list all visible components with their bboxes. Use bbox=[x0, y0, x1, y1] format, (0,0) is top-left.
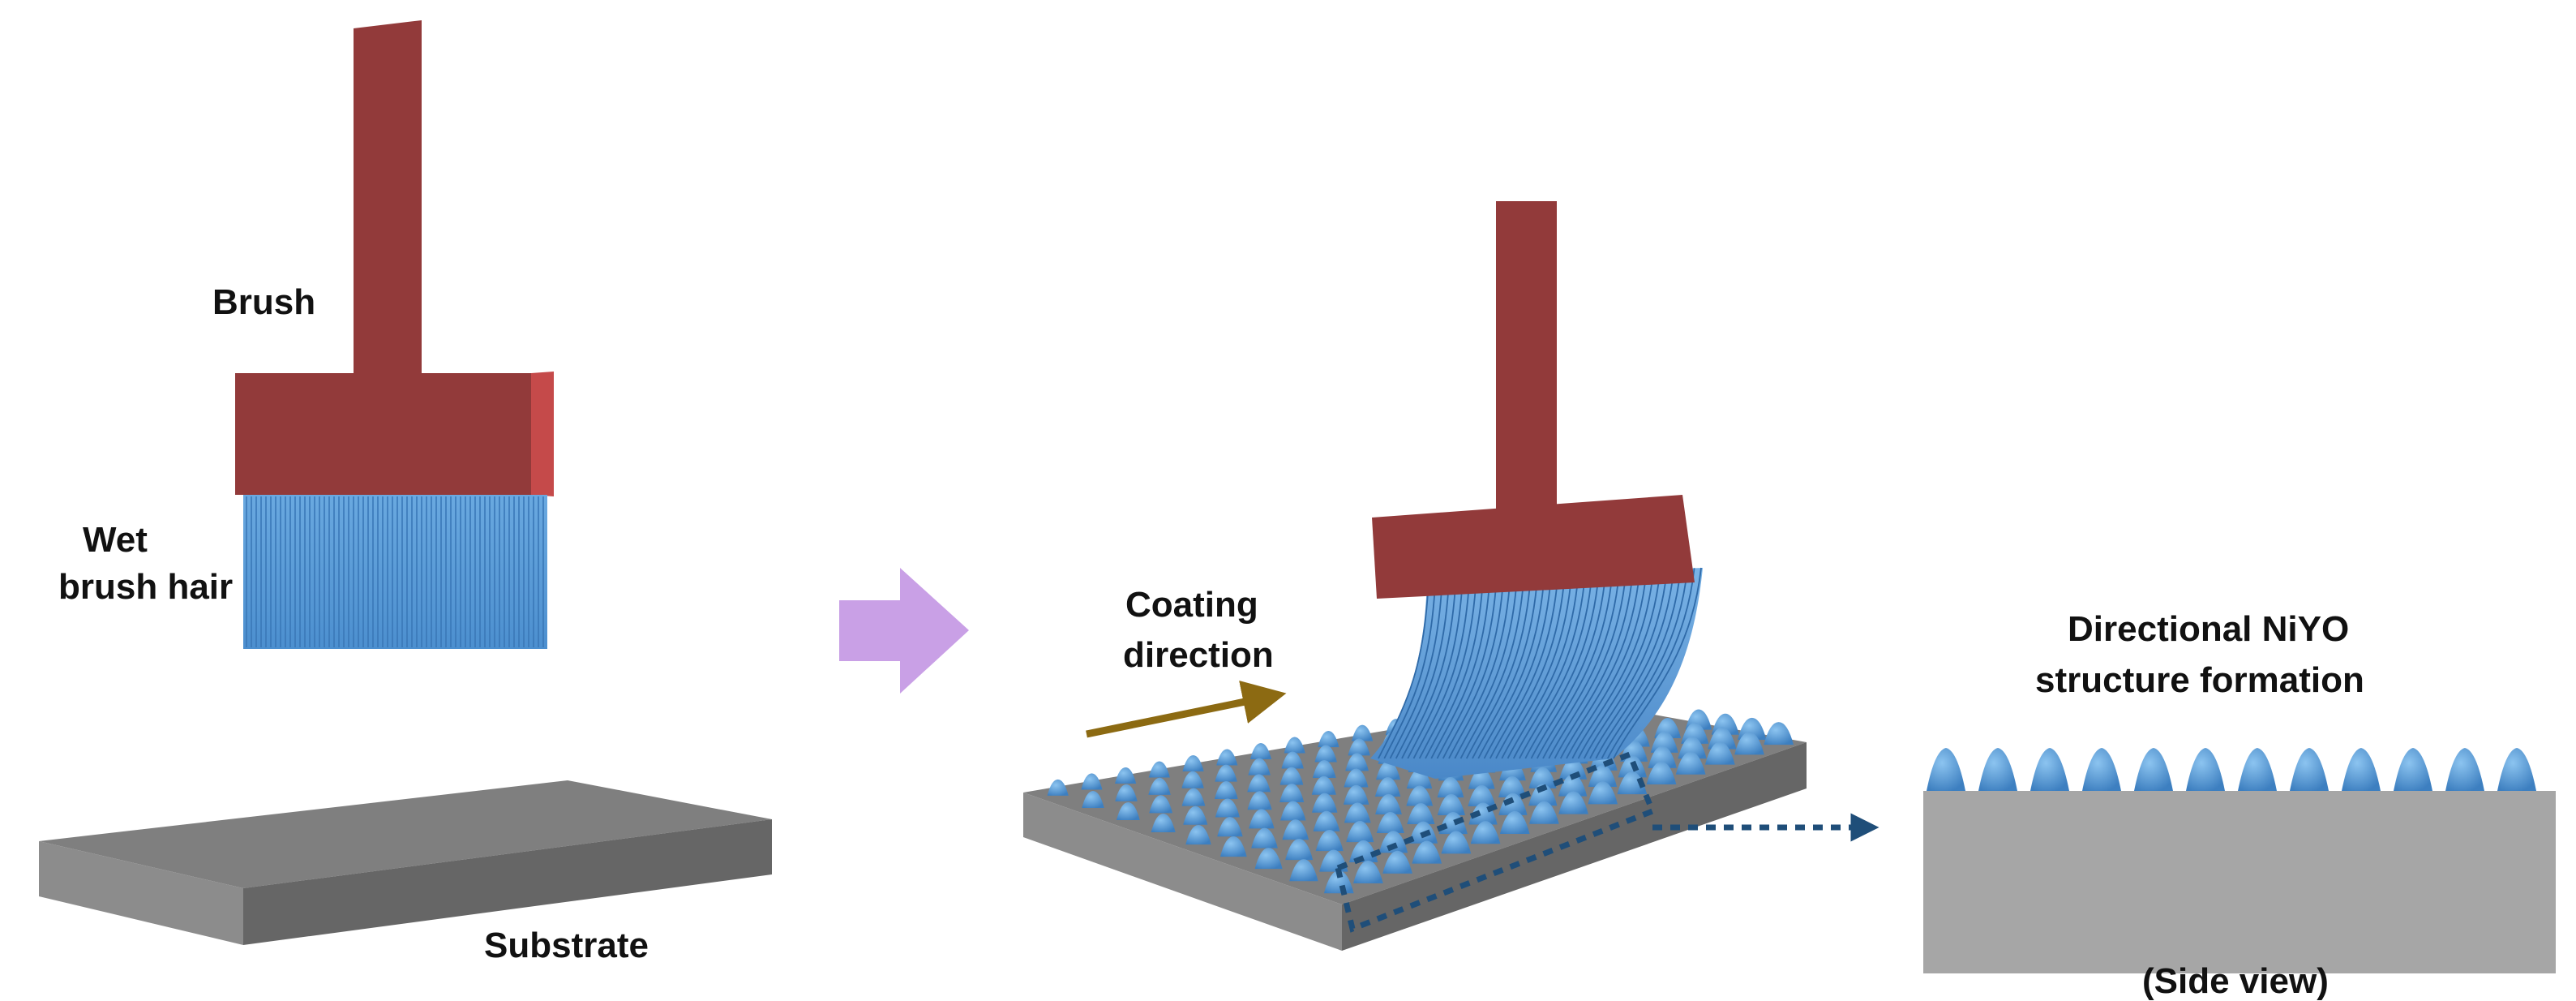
process-arrow bbox=[839, 568, 969, 694]
highlight-dotted-region bbox=[1334, 750, 1657, 933]
brush-handle bbox=[354, 20, 422, 388]
wet-hair-label-line1: Wet bbox=[83, 520, 148, 560]
middle-brush-handle bbox=[1496, 201, 1557, 522]
formation-label-line1: Directional NiYO bbox=[2068, 609, 2349, 649]
bent-brush-hair bbox=[1370, 568, 1703, 779]
brush-head bbox=[235, 373, 531, 495]
middle-brush bbox=[1370, 201, 1703, 779]
side-view-substrate bbox=[1923, 791, 2556, 973]
coating-label-line1: Coating bbox=[1125, 585, 1258, 625]
side-view-label: (Side view) bbox=[2142, 961, 2329, 1001]
substrate-side bbox=[243, 819, 772, 945]
substrate-top bbox=[39, 780, 772, 888]
coating-label-line2: direction bbox=[1123, 635, 1274, 675]
substrate-label: Substrate bbox=[484, 926, 649, 965]
left-brush bbox=[235, 20, 554, 649]
substrate-front bbox=[39, 841, 243, 945]
brush-head-side bbox=[531, 372, 554, 496]
brush-label: Brush bbox=[212, 282, 315, 322]
formation-label-line2: structure formation bbox=[2035, 660, 2364, 700]
middle-brush-head bbox=[1372, 495, 1695, 599]
coated-substrate-front bbox=[1023, 793, 1342, 951]
left-substrate bbox=[39, 780, 772, 945]
coating-direction-arrow bbox=[1086, 680, 1287, 738]
wet-brush-hair bbox=[243, 495, 547, 649]
side-view-bumps bbox=[1927, 748, 2536, 791]
coated-substrate-side bbox=[1342, 742, 1807, 951]
wet-hair-label-line2: brush hair bbox=[58, 567, 233, 607]
